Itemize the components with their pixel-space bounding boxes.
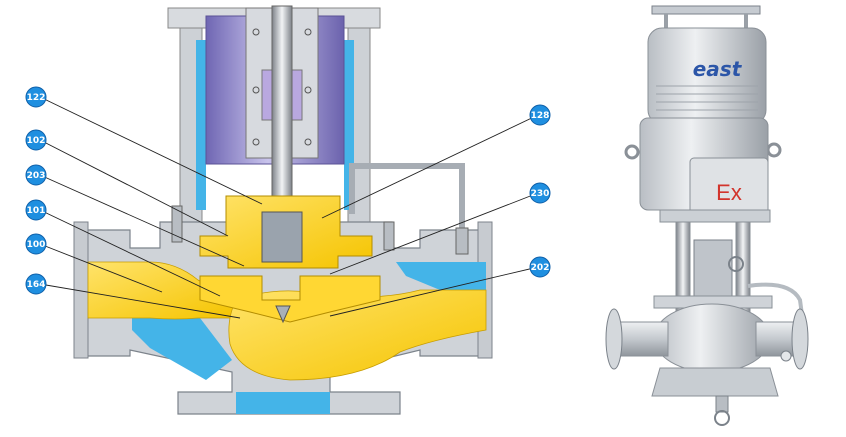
- callout-label: 102: [27, 136, 46, 146]
- drain-handwheel: [714, 410, 730, 426]
- jacket-water-right: [344, 40, 354, 210]
- water-left: [132, 300, 232, 380]
- mechanical-seal: [261, 211, 303, 263]
- brand-logo: east: [693, 57, 743, 81]
- flush-pipe: [349, 163, 465, 252]
- motor-bracket-flange: [659, 209, 771, 223]
- water-bottom: [236, 392, 330, 414]
- coupling-bolt: [304, 28, 312, 36]
- rain-cover-post: [744, 14, 748, 30]
- callout-label: 203: [27, 171, 46, 181]
- callout-label: 101: [27, 206, 46, 216]
- flush-tube: [747, 282, 806, 331]
- gauge: [780, 350, 792, 362]
- callout-164: 164: [25, 273, 47, 295]
- leader-202: [329, 266, 539, 317]
- coupling-bolt: [304, 138, 312, 146]
- rain-cover: [651, 5, 761, 15]
- coupling-bolt: [252, 138, 260, 146]
- leader-lines: [39, 96, 539, 319]
- callout-100: 100: [25, 233, 47, 255]
- callout-122: 122: [25, 86, 47, 108]
- impeller-nut: [275, 305, 291, 324]
- impeller: [199, 275, 381, 323]
- gland-bolt-left: [171, 205, 183, 243]
- leader-122: [39, 96, 263, 205]
- volute: [653, 303, 771, 373]
- leader-100: [39, 243, 163, 293]
- lifting-eye-right: [766, 142, 782, 158]
- lifting-eye-left: [624, 144, 640, 160]
- ex-marking: Ex: [716, 180, 742, 205]
- callout-202: 202: [529, 256, 551, 278]
- callout-label: 230: [531, 189, 550, 199]
- discharge-pipe: [755, 321, 797, 357]
- leader-203: [39, 174, 245, 267]
- cross-section: [73, 5, 493, 415]
- leader-102: [39, 139, 229, 237]
- flush-fitting: [455, 227, 469, 255]
- valve-handwheel: [728, 256, 744, 272]
- coupling-bolt: [252, 86, 260, 94]
- jacket-water-left: [196, 40, 206, 210]
- callout-label: 100: [27, 240, 46, 250]
- suction-pipe: [615, 321, 669, 357]
- callout-label: 122: [27, 93, 46, 103]
- coupling-bolt: [252, 28, 260, 36]
- callout-101: 101: [25, 199, 47, 221]
- callout-230: 230: [529, 182, 551, 204]
- discharge-flange-ring: [791, 308, 809, 370]
- callout-label: 164: [27, 280, 46, 290]
- water-right: [396, 262, 486, 290]
- drain-valve: [715, 395, 729, 413]
- leader-128: [321, 114, 539, 219]
- suction-flange-ring: [605, 308, 623, 370]
- pump-base: [651, 367, 779, 397]
- callout-128: 128: [529, 104, 551, 126]
- leader-230: [329, 192, 539, 275]
- leader-164: [39, 283, 241, 319]
- coupling-bolt: [304, 86, 312, 94]
- callout-102: 102: [25, 129, 47, 151]
- callout-label: 202: [531, 263, 550, 273]
- motor-fins: [656, 85, 758, 111]
- pump-product-image: east Ex: [605, 5, 809, 426]
- callout-203: 203: [25, 164, 47, 186]
- leader-101: [39, 209, 221, 297]
- callout-label: 128: [531, 111, 550, 121]
- rain-cover-post: [664, 14, 668, 30]
- gland-bolt-right: [383, 221, 395, 251]
- seal-chamber: [693, 239, 733, 301]
